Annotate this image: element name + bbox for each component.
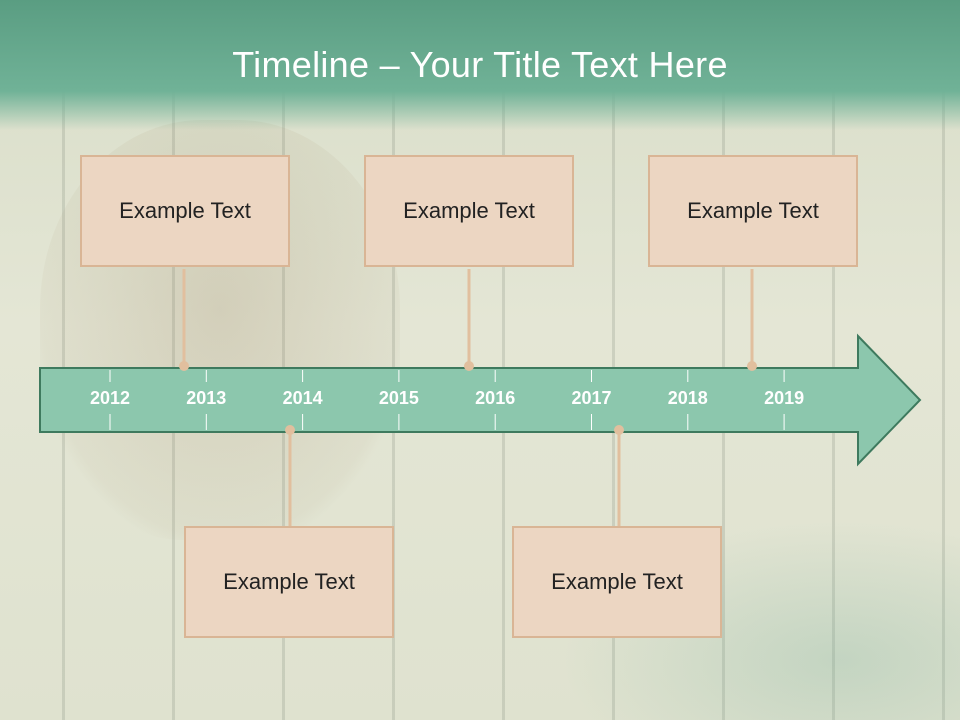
event-text-1: Example Text <box>119 198 251 223</box>
year-label-2017: 2017 <box>571 388 611 408</box>
event-text-3: Example Text <box>687 198 819 223</box>
event-text-5: Example Text <box>551 569 683 594</box>
year-label-2019: 2019 <box>764 388 804 408</box>
event-box-5[interactable]: Example Text <box>512 526 722 638</box>
connector-4-dot <box>285 425 295 435</box>
year-label-2018: 2018 <box>668 388 708 408</box>
event-text-2: Example Text <box>403 198 535 223</box>
year-label-2016: 2016 <box>475 388 515 408</box>
timeline-arrow[interactable] <box>39 333 922 467</box>
event-box-1[interactable]: Example Text <box>80 155 290 267</box>
event-box-2[interactable]: Example Text <box>364 155 574 267</box>
connector-3-dot <box>747 361 757 371</box>
connector-5-dot <box>614 425 624 435</box>
year-label-2015: 2015 <box>379 388 419 408</box>
year-label-2014: 2014 <box>283 388 323 408</box>
event-box-3[interactable]: Example Text <box>648 155 858 267</box>
slide-title[interactable]: Timeline – Your Title Text Here <box>232 44 728 85</box>
connector-1-dot <box>179 361 189 371</box>
connector-2-dot <box>464 361 474 371</box>
year-label-2012: 2012 <box>90 388 130 408</box>
event-box-4[interactable]: Example Text <box>184 526 394 638</box>
year-label-2013: 2013 <box>186 388 226 408</box>
title-banner: Timeline – Your Title Text Here <box>0 0 960 130</box>
event-text-4: Example Text <box>223 569 355 594</box>
